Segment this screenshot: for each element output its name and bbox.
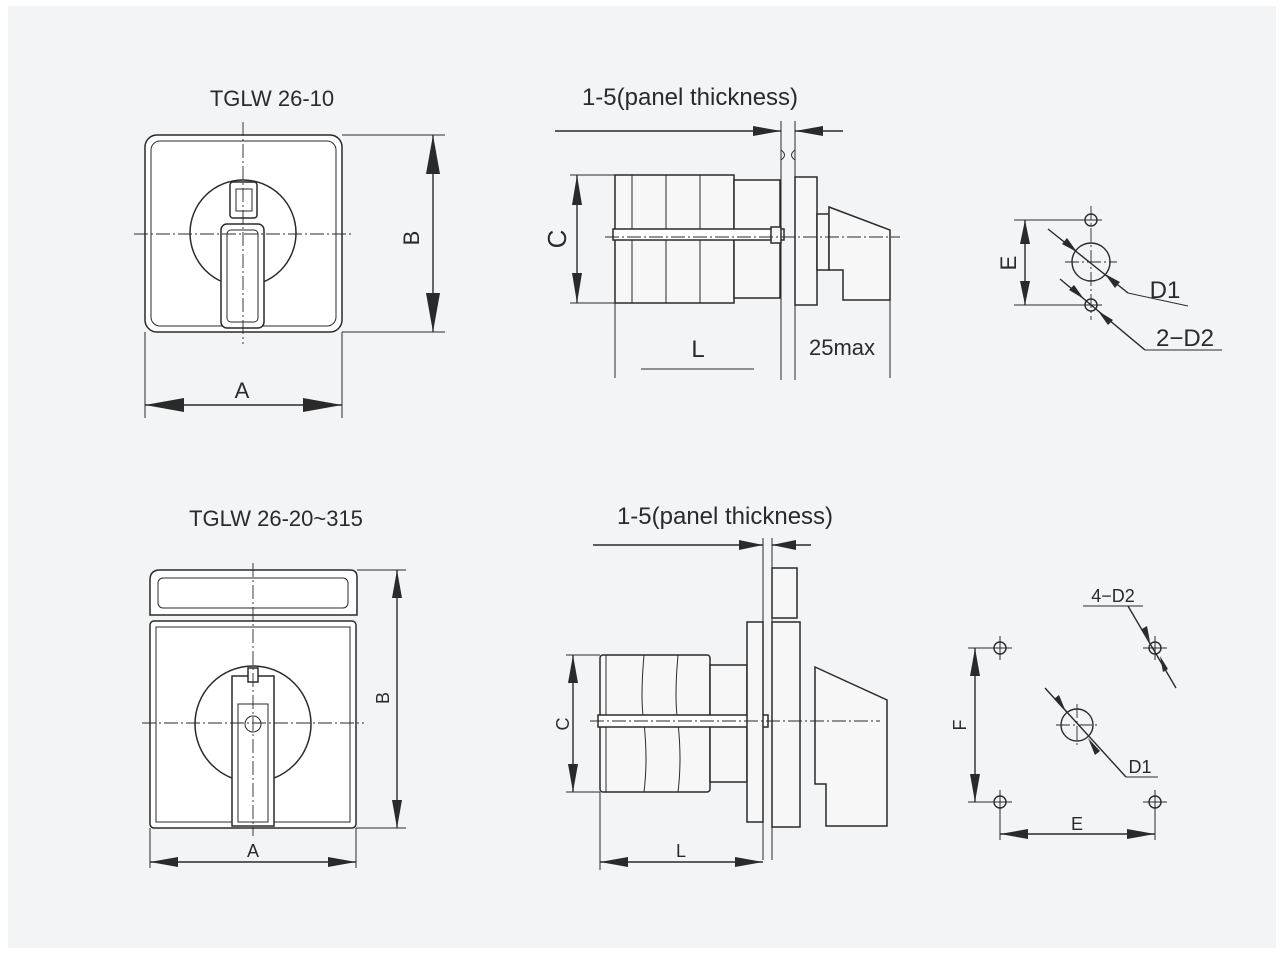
bottom-panel-dim-arrow-right <box>772 540 796 550</box>
top-panel-dim-arrow-right <box>795 126 823 136</box>
bottom-dim-l-arrow-left <box>600 857 628 867</box>
top-d1-label: D1 <box>1150 277 1181 304</box>
top-front-pointer <box>229 181 258 219</box>
top-side-view: 1-5(panel thickness) C L 25m <box>542 84 900 380</box>
bottom-dim-b-arrow-top <box>392 570 402 598</box>
top-dim-c-arrow-bottom <box>572 273 582 303</box>
top-dim-e-arrow-top <box>1020 220 1030 244</box>
top-side-shaft <box>612 228 785 241</box>
top-side-nut <box>770 226 782 244</box>
bottom-dim-f-label: F <box>950 720 970 731</box>
bottom-dim-a-arrow-right <box>328 857 356 867</box>
bottom-d2-arrow-2 <box>1160 656 1168 672</box>
top-front-handle-inner <box>226 229 259 323</box>
bottom-d1-arrow-1 <box>1054 695 1066 712</box>
top-d1-arrow-2 <box>1105 274 1120 288</box>
top-side-title: 1-5(panel thickness) <box>582 84 798 111</box>
top-dim-max-label: 25max <box>809 335 875 360</box>
bottom-dim-c-label: C <box>553 718 573 731</box>
top-side-knob <box>828 205 891 301</box>
bottom-dim-f-arrow-bottom <box>970 774 980 802</box>
top-d2-arrow-1 <box>1069 285 1084 299</box>
top-dim-c-label: C <box>542 230 572 249</box>
bottom-dim-e-arrow-left <box>1000 829 1028 839</box>
top-dim-c-arrow-top <box>572 175 582 205</box>
top-dim-a-arrow-right <box>303 398 342 412</box>
bottom-dim-c-arrow-bottom <box>568 764 578 792</box>
bottom-side-plate-left <box>746 621 764 823</box>
bottom-d2-leader <box>1127 605 1177 689</box>
bottom-dim-l-label: L <box>676 841 686 861</box>
bottom-dim-a-arrow-left <box>150 857 178 867</box>
top-dim-e-arrow-bottom <box>1020 281 1030 305</box>
top-front-title: TGLW 26-10 <box>210 86 334 111</box>
bottom-dim-c-arrow-top <box>568 655 578 683</box>
bottom-side-view: 1-5(panel thickness) C L <box>553 503 888 870</box>
bottom-d2-label: 4−D2 <box>1091 586 1135 606</box>
top-d1-shelf <box>1127 292 1189 307</box>
top-dim-b-label: B <box>399 231 424 246</box>
bottom-dim-e-label: E <box>1071 814 1083 834</box>
bottom-d1-arrow-2 <box>1088 738 1100 755</box>
bottom-dim-a-label: A <box>247 841 259 861</box>
top-side-collar <box>816 213 830 271</box>
bottom-side-flange <box>771 621 801 828</box>
bottom-panel-dim-arrow-left <box>739 540 763 550</box>
top-d1-arrow-1 <box>1062 238 1077 252</box>
top-front-handle <box>220 223 265 329</box>
top-dim-l-label: L <box>691 336 704 363</box>
top-dim-b-arrow-top <box>426 135 440 174</box>
bottom-side-upper-boss <box>771 567 798 619</box>
bottom-hole-pattern: F E D1 4−D2 <box>950 586 1177 840</box>
top-dim-a-arrow-left <box>145 398 184 412</box>
bottom-side-title: 1-5(panel thickness) <box>617 503 833 530</box>
top-panel-dim-arrow-left <box>753 126 781 136</box>
top-front-pointer-window <box>235 188 253 212</box>
top-d2-arrow-2 <box>1098 311 1113 325</box>
bottom-dim-e-arrow-right <box>1127 829 1155 839</box>
bottom-front-cover <box>149 569 358 616</box>
top-dim-a-label: A <box>235 378 250 403</box>
top-dim-e-label: E <box>996 256 1021 271</box>
bottom-front-title: TGLW 26-20~315 <box>189 506 363 531</box>
bottom-dim-b-arrow-bottom <box>392 800 402 828</box>
bottom-d1-label: D1 <box>1128 757 1151 777</box>
bottom-side-knob <box>814 665 888 827</box>
bottom-dim-l-arrow-right <box>735 857 763 867</box>
bottom-dim-f-arrow-top <box>970 648 980 676</box>
top-panel-break <box>780 149 796 161</box>
bottom-d2-arrow-1 <box>1142 626 1150 642</box>
top-d2-label: 2−D2 <box>1156 325 1214 352</box>
top-dim-b-arrow-bottom <box>426 293 440 332</box>
bottom-dim-b-label: B <box>373 692 393 704</box>
bottom-front-view: TGLW 26-20~315 B A <box>142 506 406 868</box>
top-hole-pattern: E D1 2−D2 <box>996 206 1222 352</box>
bottom-front-center-mark <box>244 715 262 733</box>
top-side-flange <box>794 176 818 306</box>
top-front-view: TGLW 26-10 B A <box>134 86 445 418</box>
